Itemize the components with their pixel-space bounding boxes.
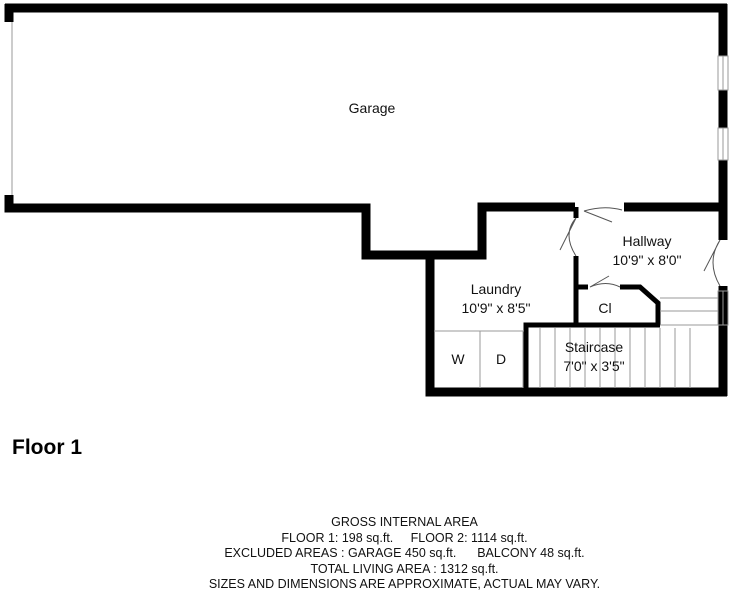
dryer-label: D <box>496 351 506 367</box>
area-disclaimer: SIZES AND DIMENSIONS ARE APPROXIMATE, AC… <box>208 577 601 591</box>
washer-label: W <box>451 351 465 367</box>
area-summary: GROSS INTERNAL AREA FLOOR 1: 198 sq.ft. … <box>0 515 734 593</box>
staircase-dims: 7'0" x 3'5" <box>563 358 624 374</box>
laundry-dims: 10'9" x 8'5" <box>462 300 531 316</box>
thin-lines <box>11 22 729 388</box>
walls <box>4 3 728 397</box>
area-floors: FLOOR 1: 198 sq.ft. FLOOR 2: 1114 sq.ft. <box>281 530 528 545</box>
area-total: TOTAL LIVING AREA : 1312 sq.ft. <box>310 561 499 576</box>
garage-bottom-wall <box>4 195 430 260</box>
garage-label: Garage <box>349 100 396 116</box>
hallway-label: Hallway <box>622 233 671 249</box>
floor-title: Floor 1 <box>12 436 83 459</box>
laundry-label: Laundry <box>471 281 522 297</box>
doors <box>559 207 721 288</box>
floor-plan: Garage Hallway 10'9" x 8'0" Laundry 10'9… <box>4 3 729 397</box>
laundry-left-wall <box>425 255 727 397</box>
area-heading: GROSS INTERNAL AREA <box>331 515 478 529</box>
garage-laundry-wall <box>430 202 575 260</box>
interior-walls <box>523 207 661 392</box>
door-laundry-hallway <box>559 217 577 257</box>
hallway-dims: 10'9" x 8'0" <box>613 252 682 268</box>
door-closet <box>589 275 621 288</box>
closet-wall <box>620 284 661 325</box>
area-excluded: EXCLUDED AREAS : GARAGE 450 sq.ft. BALCO… <box>224 546 585 560</box>
staircase-label: Staircase <box>565 339 624 355</box>
door-hallway-top <box>583 207 623 223</box>
staircase-wall <box>523 322 660 392</box>
door-hallway-right <box>703 239 721 287</box>
closet-label: Cl <box>598 300 611 316</box>
